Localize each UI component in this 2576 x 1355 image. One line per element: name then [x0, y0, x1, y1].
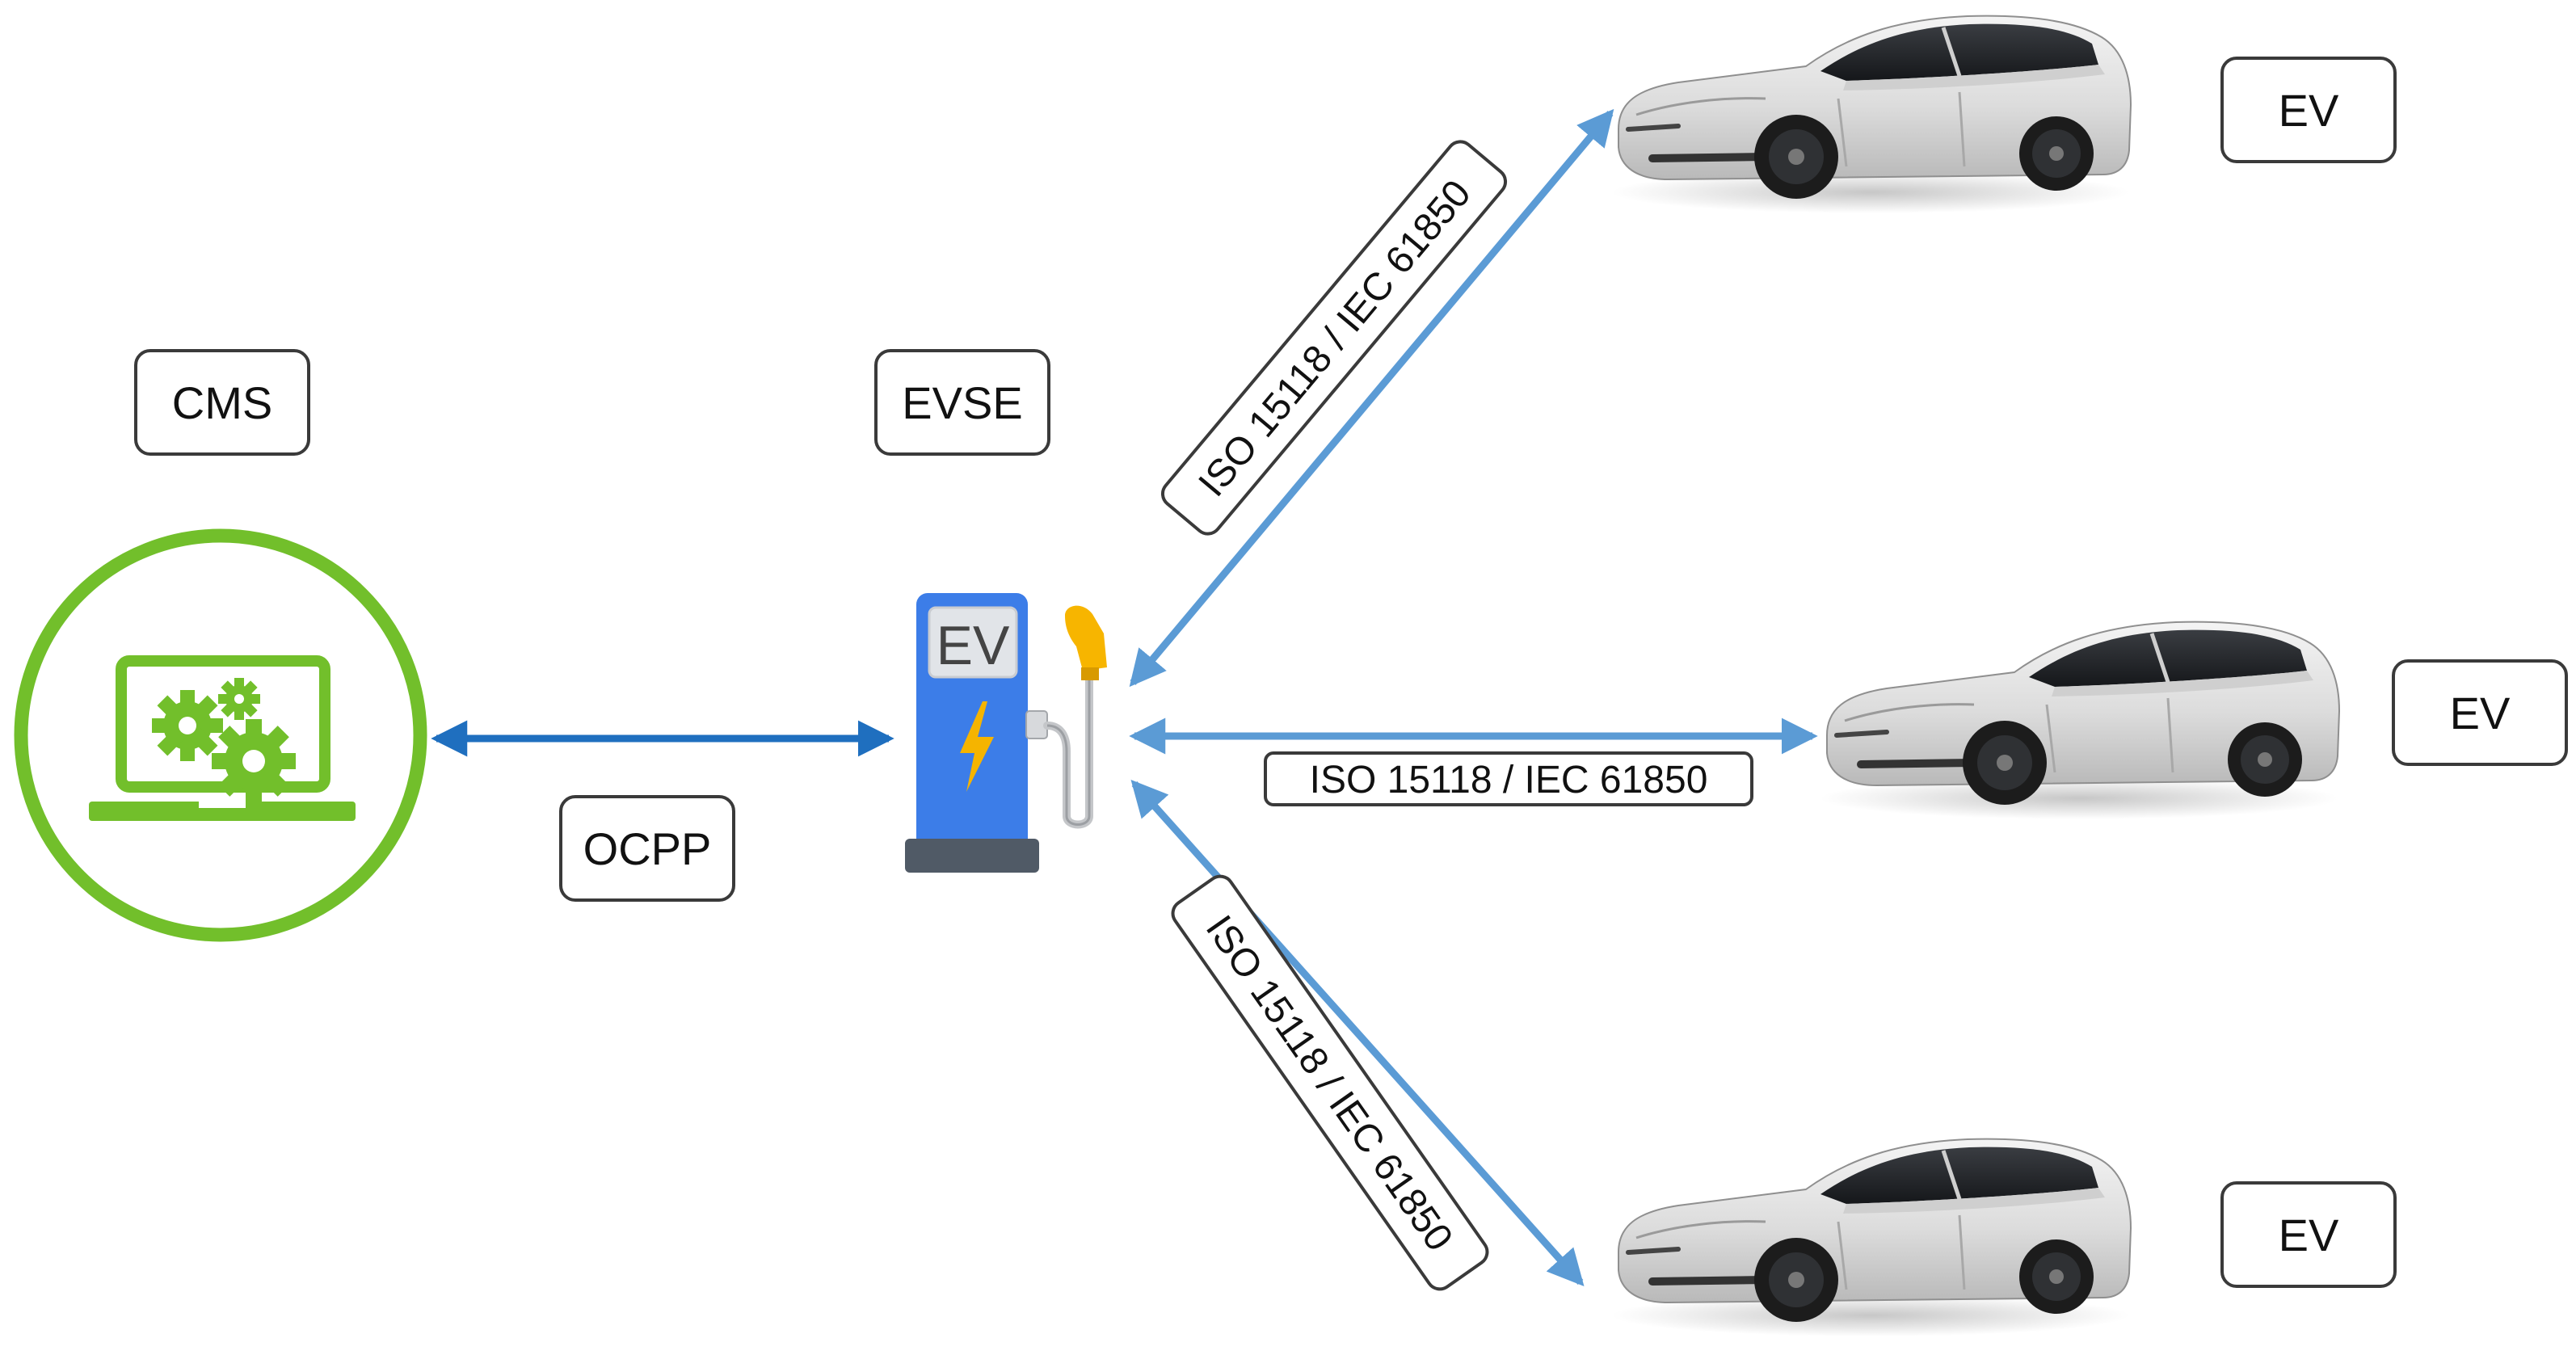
ev-label-top-text: EV [2279, 85, 2339, 136]
evse-screen-text: EV [937, 615, 1010, 676]
ev-label-middle-text: EV [2450, 688, 2511, 739]
ev-label-top: EV [2220, 57, 2397, 163]
laptop-gears-icon [14, 528, 427, 942]
ocpp-label-text: OCPP [583, 823, 712, 874]
cms-label-text: CMS [172, 377, 272, 428]
electric-car-icon [1612, 16, 2131, 213]
protocol-label-middle: ISO 15118 / IEC 61850 [1264, 751, 1753, 806]
protocol-label-middle-text: ISO 15118 / IEC 61850 [1310, 759, 1708, 802]
ev-charger-icon: EV [905, 593, 1107, 873]
protocol-label-top-text: ISO 15118 / IEC 61850 [1190, 172, 1479, 505]
ev-label-bottom: EV [2220, 1181, 2397, 1288]
protocol-label-bottom: ISO 15118 / IEC 61850 [1171, 874, 1489, 1291]
evse-label: EVSE [874, 349, 1050, 456]
ev-label-bottom-text: EV [2279, 1210, 2339, 1260]
electric-car-icon [1820, 622, 2339, 819]
arrow-to-top-ev [1129, 108, 1614, 688]
arrow-to-bottom-ev [1130, 779, 1585, 1287]
protocol-label-top: ISO 15118 / IEC 61850 [1160, 140, 1508, 536]
protocol-label-bottom-text: ISO 15118 / IEC 61850 [1198, 908, 1461, 1259]
cms-label: CMS [134, 349, 310, 456]
ev-label-middle: EV [2392, 659, 2568, 766]
ocpp-label: OCPP [559, 795, 735, 902]
evse-label-text: EVSE [902, 377, 1022, 428]
electric-car-icon [1612, 1139, 2131, 1336]
